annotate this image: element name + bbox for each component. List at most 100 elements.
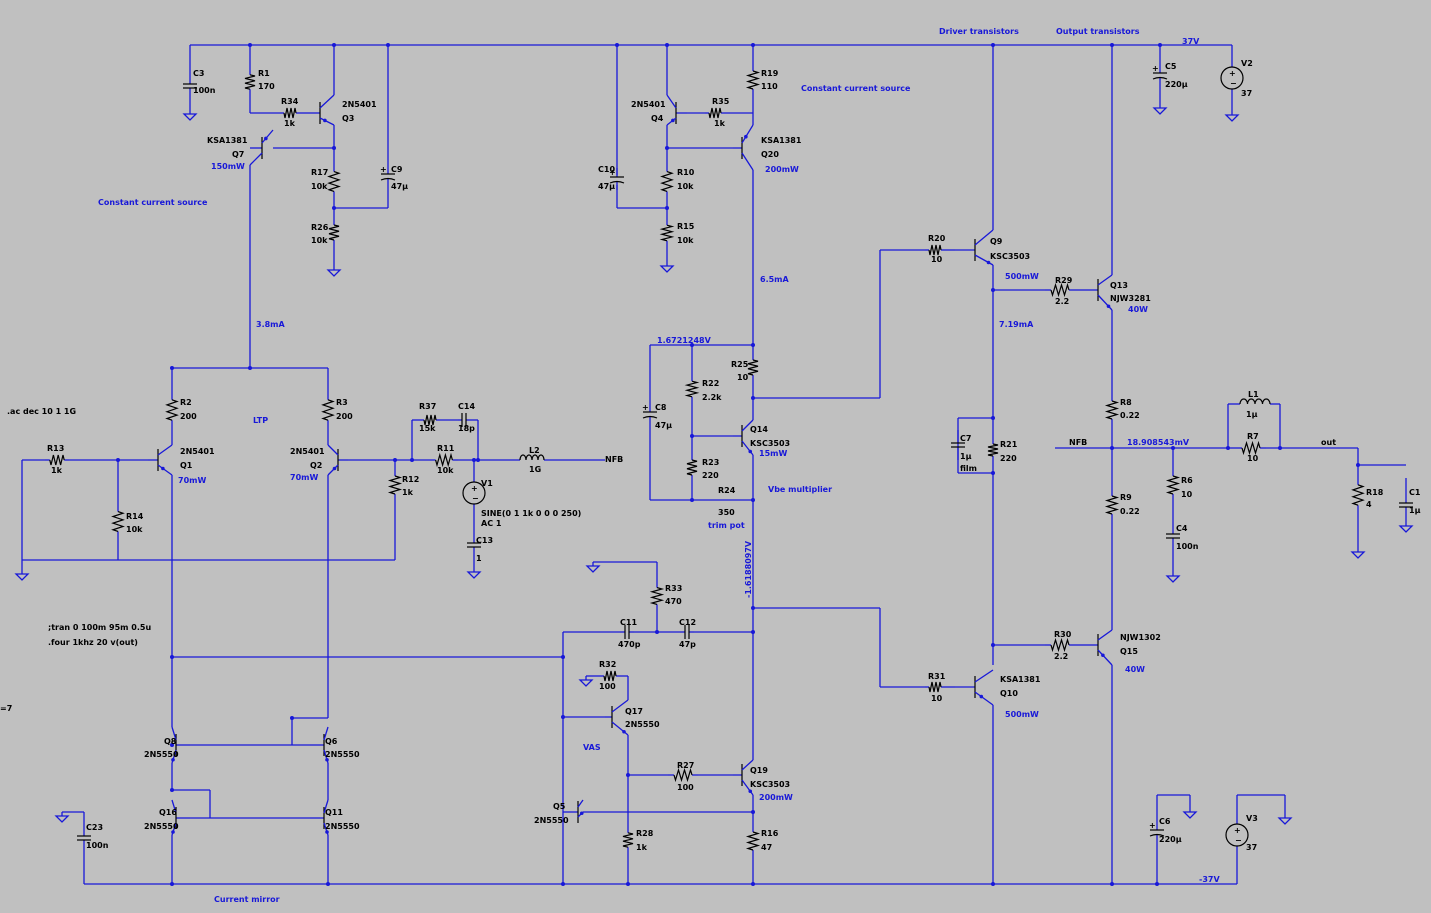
ref-C1: C1 bbox=[1409, 488, 1421, 497]
resistor-R22[interactable] bbox=[684, 376, 700, 402]
transistor-Q9[interactable] bbox=[955, 229, 994, 266]
capacitor-C3[interactable] bbox=[183, 78, 197, 94]
resistor-R16[interactable] bbox=[745, 826, 761, 856]
resistor-R29[interactable] bbox=[1045, 282, 1075, 298]
capacitor-C8[interactable]: + bbox=[642, 403, 658, 425]
svg-text:+: + bbox=[1152, 64, 1159, 73]
resistor-R21[interactable] bbox=[987, 440, 999, 460]
junction-dot bbox=[751, 606, 755, 610]
ref-L1: L1 bbox=[1248, 390, 1259, 399]
ref-C9: C9 bbox=[391, 165, 403, 174]
resistor-R18[interactable] bbox=[1351, 478, 1365, 512]
resistor-R8[interactable] bbox=[1104, 395, 1120, 425]
capacitor-C7[interactable] bbox=[951, 430, 965, 460]
resistor-R17[interactable] bbox=[327, 165, 341, 198]
resistor-R7[interactable] bbox=[1236, 440, 1266, 456]
inductor-L2[interactable] bbox=[519, 454, 545, 461]
transistor-Q16[interactable] bbox=[171, 799, 190, 836]
transistor-Q7[interactable] bbox=[249, 129, 274, 166]
value-R9: 0.22 bbox=[1120, 507, 1140, 516]
voltage-source-V1[interactable]: +− bbox=[462, 480, 486, 506]
value-R3: 200 bbox=[336, 412, 353, 421]
value-R26: 10k bbox=[311, 236, 328, 245]
value-Q6: 2N5550 bbox=[325, 750, 360, 759]
resistor-R20[interactable] bbox=[925, 244, 945, 256]
transistor-Q20[interactable] bbox=[733, 124, 754, 171]
resistor-R35[interactable] bbox=[705, 107, 725, 119]
capacitor-C9[interactable]: + bbox=[380, 165, 396, 184]
junction-dot bbox=[170, 788, 174, 792]
capacitor-C10[interactable]: + bbox=[609, 168, 625, 190]
annotation-ccs-right: Constant current source bbox=[801, 84, 911, 93]
value-Q1: 2N5401 bbox=[180, 447, 215, 456]
capacitor-C14[interactable] bbox=[458, 413, 470, 427]
transistor-Q5[interactable] bbox=[563, 799, 584, 823]
capacitor-C11[interactable] bbox=[620, 625, 634, 639]
resistor-R26[interactable] bbox=[328, 220, 340, 245]
capacitor-C4[interactable] bbox=[1166, 526, 1180, 546]
transistor-Q6[interactable] bbox=[310, 726, 329, 764]
value-C3: 100n bbox=[193, 86, 216, 95]
junction-dot bbox=[751, 498, 755, 502]
transistor-Q3[interactable] bbox=[310, 94, 335, 126]
resistor-R32[interactable] bbox=[600, 670, 620, 682]
junction-dot bbox=[1226, 446, 1230, 450]
transistor-Q14[interactable] bbox=[733, 419, 754, 456]
resistor-R12[interactable] bbox=[387, 470, 403, 500]
transistor-Q2[interactable] bbox=[327, 444, 348, 476]
transistor-Q8[interactable] bbox=[171, 726, 190, 764]
capacitor-C6[interactable]: + bbox=[1149, 821, 1165, 842]
resistor-R9[interactable] bbox=[1104, 490, 1120, 520]
svg-text:+: + bbox=[471, 484, 478, 493]
resistor-R25[interactable] bbox=[747, 355, 759, 380]
capacitor-C13[interactable] bbox=[467, 530, 481, 560]
resistor-R14[interactable] bbox=[111, 505, 125, 538]
resistor-R33[interactable] bbox=[649, 582, 665, 610]
ground-symbol bbox=[326, 266, 342, 277]
ref-R3: R3 bbox=[336, 398, 348, 407]
ref-V3: V3 bbox=[1246, 814, 1258, 823]
resistor-R28[interactable] bbox=[622, 828, 634, 852]
transistor-Q4[interactable] bbox=[666, 94, 687, 126]
svg-text:−: − bbox=[472, 494, 479, 503]
transistor-Q1[interactable] bbox=[148, 444, 173, 476]
transistor-Q17[interactable] bbox=[605, 699, 629, 736]
transistor-Q10[interactable] bbox=[955, 669, 994, 706]
capacitor-C5[interactable]: + bbox=[1152, 64, 1168, 85]
resistor-R13[interactable] bbox=[45, 454, 69, 466]
annotation-output: Output transistors bbox=[1056, 27, 1140, 36]
junction-dot bbox=[1110, 43, 1114, 47]
resistor-R27[interactable] bbox=[668, 767, 698, 783]
voltage-source-V3[interactable]: +− bbox=[1225, 820, 1249, 850]
value-C14: 18p bbox=[458, 424, 475, 433]
transistor-Q11[interactable] bbox=[310, 799, 329, 836]
resistor-R30[interactable] bbox=[1045, 637, 1075, 653]
resistor-R3[interactable] bbox=[321, 393, 335, 427]
resistor-R23[interactable] bbox=[686, 455, 698, 480]
ref-R29: R29 bbox=[1055, 276, 1073, 285]
ref-C8: C8 bbox=[655, 403, 667, 412]
ref-R30: R30 bbox=[1054, 630, 1072, 639]
value-C5: 220µ bbox=[1165, 80, 1188, 89]
resistor-R1[interactable] bbox=[244, 70, 256, 94]
capacitor-C1[interactable] bbox=[1399, 498, 1413, 512]
resistor-R31[interactable] bbox=[925, 681, 945, 693]
transistor-Q13[interactable] bbox=[1090, 274, 1113, 311]
svg-text:+: + bbox=[1149, 821, 1156, 830]
voltage-source-V2[interactable]: +− bbox=[1220, 66, 1244, 90]
resistor-R15[interactable] bbox=[659, 220, 675, 246]
resistor-R37[interactable] bbox=[420, 414, 440, 426]
resistor-R11[interactable] bbox=[430, 452, 458, 468]
resistor-R34[interactable] bbox=[280, 107, 300, 119]
value-R10: 10k bbox=[677, 182, 694, 191]
capacitor-C12[interactable] bbox=[680, 625, 694, 639]
resistor-R19[interactable] bbox=[745, 65, 761, 95]
resistor-R2[interactable] bbox=[165, 393, 179, 427]
resistor-R10[interactable] bbox=[660, 165, 674, 198]
transistor-Q15[interactable] bbox=[1090, 629, 1113, 666]
resistor-R6[interactable] bbox=[1165, 470, 1181, 500]
transistor-Q19[interactable] bbox=[733, 759, 754, 796]
capacitor-C23[interactable] bbox=[77, 828, 91, 848]
inductor-L1[interactable] bbox=[1239, 398, 1271, 405]
